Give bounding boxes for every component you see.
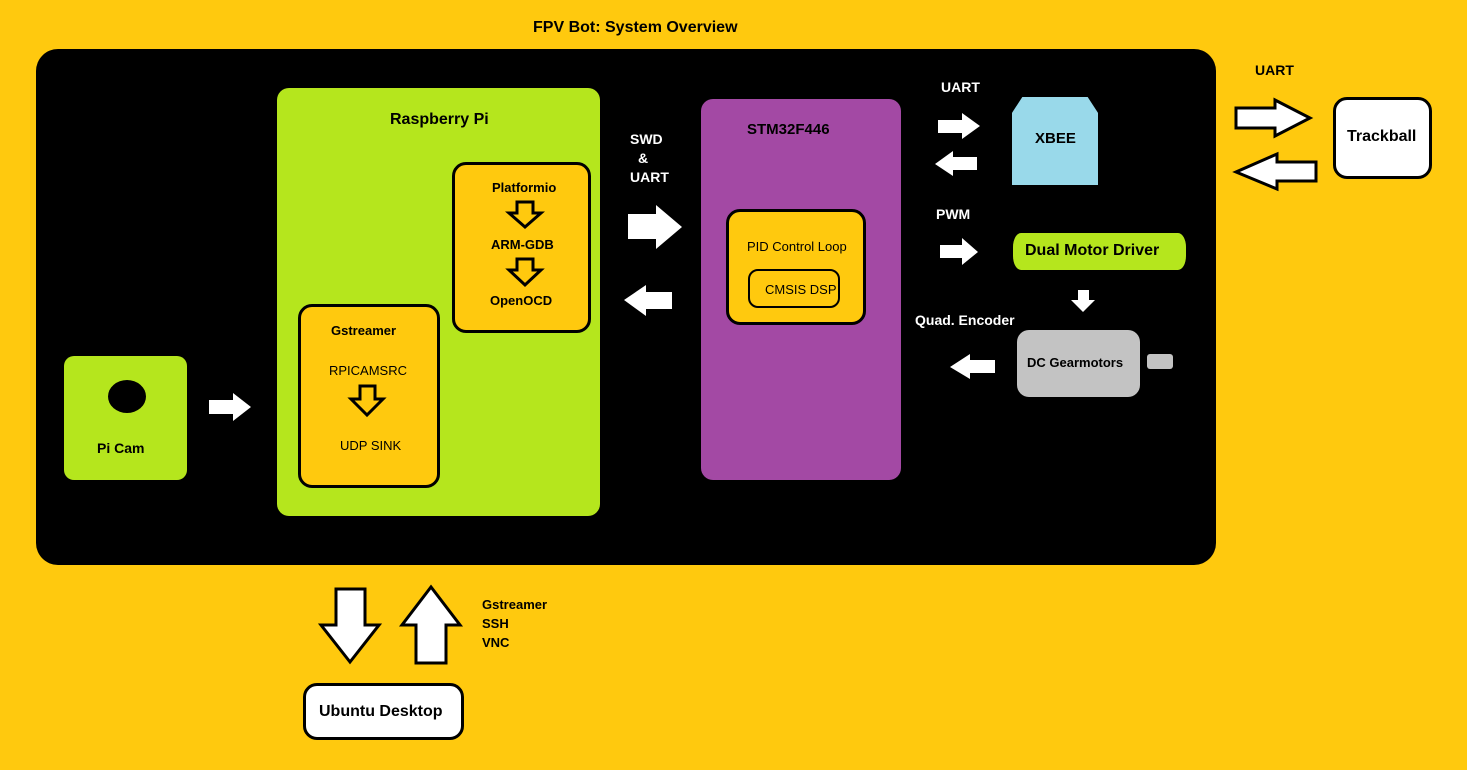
arrow-desktop-to-rpi bbox=[398, 584, 464, 665]
camera-lens-icon bbox=[108, 380, 146, 413]
pwm-label: PWM bbox=[936, 206, 971, 222]
ampersand-label: & bbox=[638, 150, 649, 166]
xbee-label: XBEE bbox=[1035, 130, 1076, 147]
arrow-from-trackball bbox=[1232, 151, 1318, 192]
arrow-source-to-sink bbox=[347, 384, 387, 418]
trackball-uart-label: UART bbox=[1255, 62, 1294, 78]
arrow-rpi-to-stm bbox=[628, 205, 682, 249]
arrow-to-trackball bbox=[1234, 97, 1314, 139]
stm32-title: STM32F446 bbox=[747, 121, 830, 138]
arm-gdb-label: ARM-GDB bbox=[491, 237, 554, 252]
gearmotors-label: DC Gearmotors bbox=[1027, 355, 1124, 370]
pi-cam-label: Pi Cam bbox=[97, 440, 145, 456]
encoder-label: Quad. Encoder bbox=[915, 312, 1015, 328]
ubuntu-desktop-label: Ubuntu Desktop bbox=[319, 703, 443, 720]
motor-shaft bbox=[1147, 354, 1173, 369]
arrow-driver-to-motors bbox=[1071, 290, 1095, 312]
raspberry-pi-title: Raspberry Pi bbox=[390, 111, 489, 128]
arrow-pwm-to-driver bbox=[940, 238, 978, 265]
uart-label: UART bbox=[630, 169, 669, 185]
gstreamer-title: Gstreamer bbox=[331, 323, 397, 338]
cmsis-label: CMSIS DSP bbox=[765, 282, 837, 297]
xbee-module bbox=[1012, 97, 1098, 185]
openocd-label: OpenOCD bbox=[490, 293, 553, 308]
arrow-picam-to-rpi bbox=[209, 393, 251, 421]
protocol-vnc-label: VNC bbox=[482, 635, 510, 650]
ubuntu-desktop-block bbox=[303, 683, 464, 740]
toolchain-box bbox=[452, 162, 591, 333]
pi-cam-block bbox=[64, 356, 187, 480]
motor-driver-block bbox=[1013, 233, 1186, 270]
platformio-label: Platformio bbox=[492, 180, 557, 195]
protocol-gstreamer-label: Gstreamer bbox=[482, 597, 548, 612]
protocol-ssh-label: SSH bbox=[482, 616, 509, 631]
xbee-uart-label: UART bbox=[941, 79, 980, 95]
arrow-stm-to-xbee bbox=[938, 113, 980, 139]
motor-driver-label: Dual Motor Driver bbox=[1025, 242, 1160, 259]
rpicamsrc-label: RPICAMSRC bbox=[329, 363, 408, 378]
trackball-block bbox=[1333, 97, 1432, 179]
pid-label: PID Control Loop bbox=[747, 239, 847, 254]
arrow-encoder-to-stm bbox=[950, 354, 995, 379]
arrow-xbee-to-stm bbox=[935, 151, 977, 176]
cmsis-box bbox=[748, 269, 840, 308]
diagram-title: FPV Bot: System Overview bbox=[533, 19, 738, 36]
trackball-label: Trackball bbox=[1347, 128, 1417, 145]
arrow-platformio-to-armgdb bbox=[505, 200, 545, 229]
arrow-armgdb-to-openocd bbox=[505, 257, 545, 288]
arrow-stm-to-rpi bbox=[624, 285, 672, 316]
swd-label: SWD bbox=[630, 131, 663, 147]
arrow-rpi-to-desktop bbox=[317, 587, 383, 665]
gearmotors-block bbox=[1017, 330, 1140, 397]
udp-sink-label: UDP SINK bbox=[340, 438, 402, 453]
